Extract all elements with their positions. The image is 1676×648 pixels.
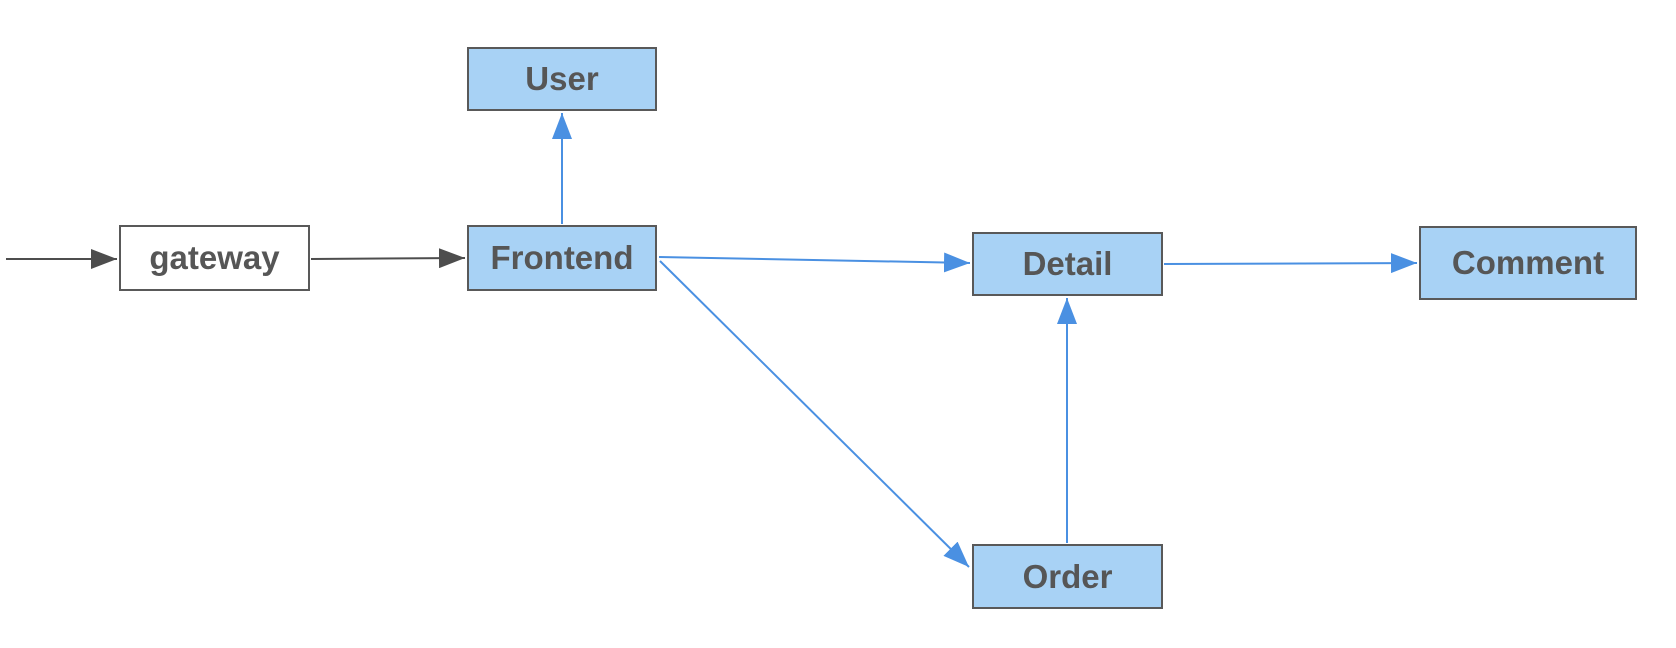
edge-frontend-detail[interactable] [658, 252, 971, 273]
node-frontend[interactable]: Frontend [467, 225, 657, 291]
node-comment[interactable]: Comment [1419, 226, 1637, 300]
node-frontend-label: Frontend [490, 239, 634, 276]
node-user-label: User [525, 60, 599, 97]
node-user[interactable]: User [467, 47, 657, 111]
node-gateway[interactable]: gateway [119, 225, 310, 291]
edge-detail-comment[interactable] [1163, 253, 1418, 274]
node-order-label: Order [1022, 557, 1113, 595]
node-detail-label: Detail [1022, 245, 1113, 282]
edge-gateway-frontend[interactable] [310, 248, 466, 269]
node-detail[interactable]: Detail [972, 232, 1163, 296]
node-comment-label: Comment [1451, 244, 1605, 281]
node-order[interactable]: Order [972, 544, 1163, 609]
edge-frontend-order[interactable] [659, 260, 970, 568]
node-gateway-label: gateway [149, 239, 280, 276]
